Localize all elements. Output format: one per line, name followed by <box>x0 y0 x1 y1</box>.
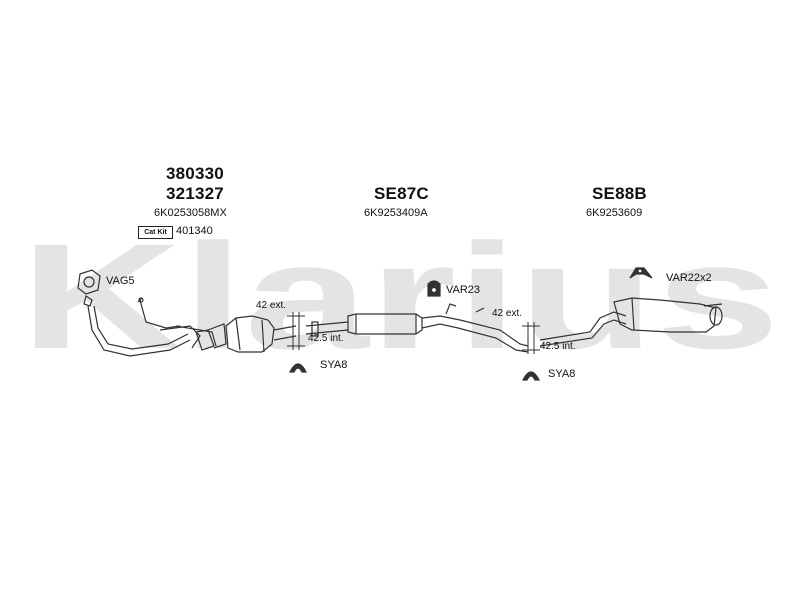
var23-label: VAR23 <box>446 284 481 296</box>
var23-rubber-mount-icon <box>427 280 441 297</box>
var22-label: VAR22x2 <box>666 272 712 284</box>
oem-number-front: 6K0253058MX <box>154 207 227 219</box>
var22-rubber-mount-icon <box>629 267 653 279</box>
right-joint-marks <box>522 322 540 354</box>
front-pipe <box>83 295 227 357</box>
part-number-se88b: SE88B <box>592 184 647 203</box>
part-number-321327: 321327 <box>166 184 224 203</box>
rear-silencer <box>539 297 723 347</box>
watermark-text: Klarius <box>20 212 780 380</box>
left-ext-dimension: 42 ext. <box>256 300 287 311</box>
cat-kit-badge: Cat Kit <box>138 226 173 239</box>
sya8-right-label: SYA8 <box>548 368 576 380</box>
part-number-se87c: SE87C <box>374 184 429 203</box>
catalytic-converter <box>225 315 297 353</box>
sya8-left-label: SYA8 <box>320 359 348 371</box>
sya8-clamp-right-icon <box>522 371 540 381</box>
middle-silencer <box>305 303 529 353</box>
cat-kit-number: 401340 <box>176 225 213 237</box>
right-int-dimension: 42.5 int. <box>540 341 576 352</box>
right-ext-dimension: 42 ext. <box>492 308 523 319</box>
oem-number-rear: 6K9253609 <box>586 207 643 219</box>
sya8-clamp-left-icon <box>289 363 307 373</box>
vag5-label: VAG5 <box>106 275 135 287</box>
vag5-gasket-icon <box>77 269 101 295</box>
left-int-dimension: 42.5 int. <box>308 333 344 344</box>
part-number-380330: 380330 <box>166 164 224 183</box>
oem-number-middle: 6K9253409A <box>364 207 428 219</box>
left-joint-marks <box>287 312 305 350</box>
